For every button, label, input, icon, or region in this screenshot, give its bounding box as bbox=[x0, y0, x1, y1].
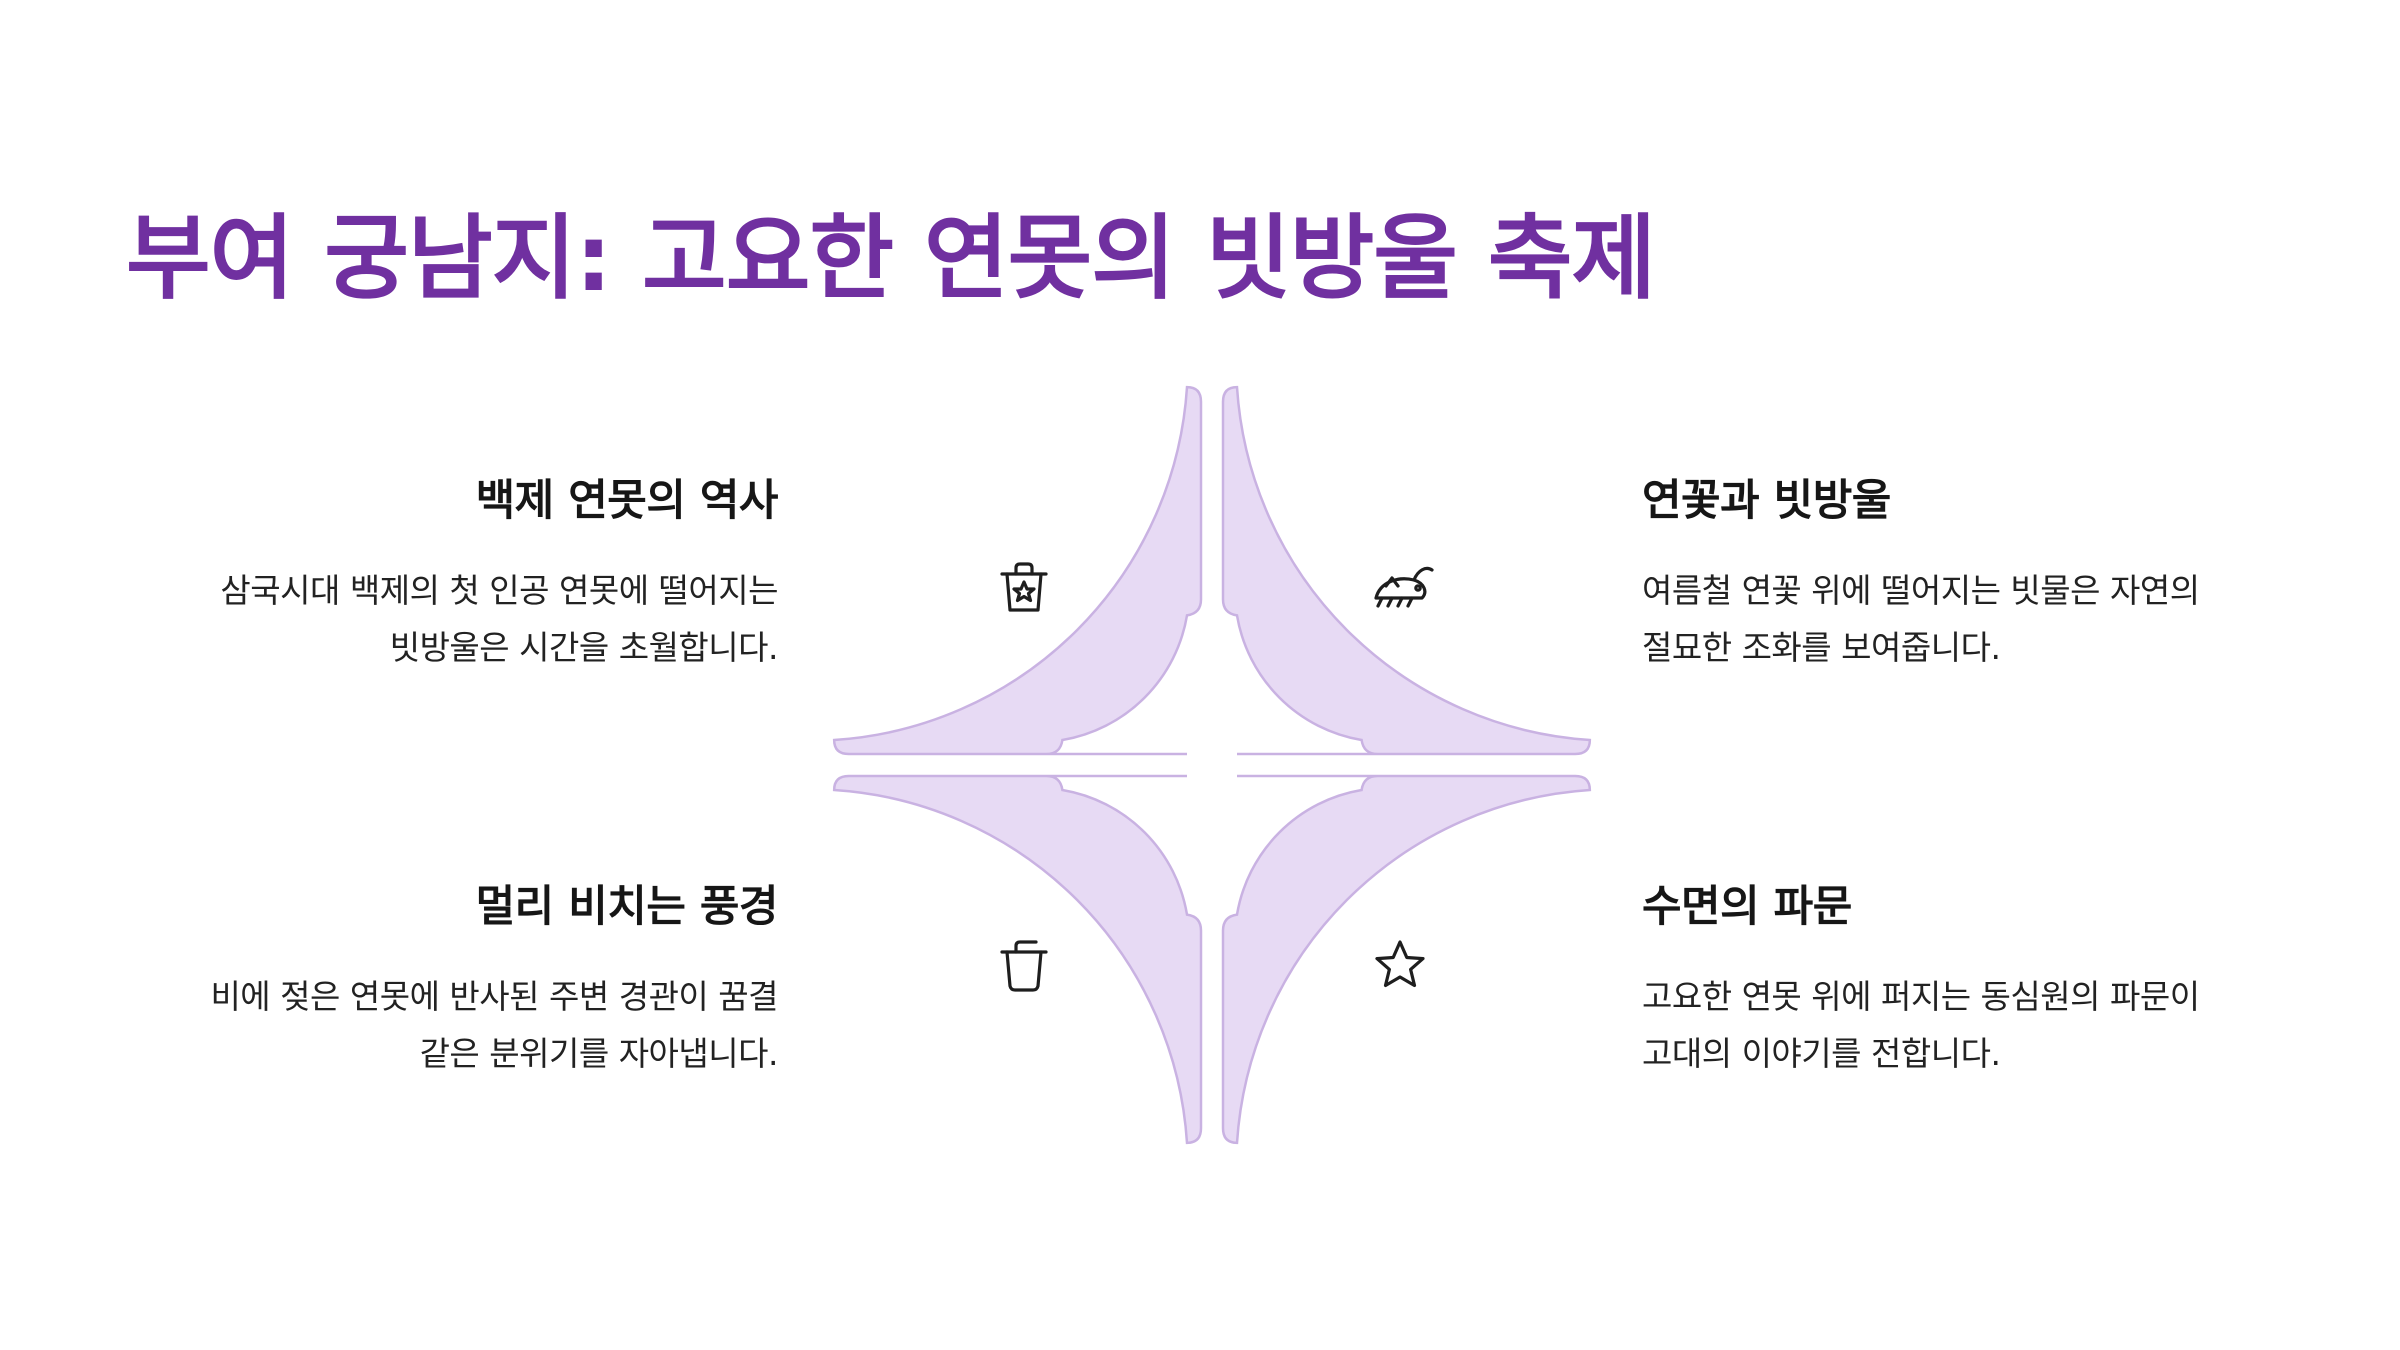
section-top-left: 백제 연못의 역사 삼국시대 백제의 첫 인공 연못에 떨어지는 빗방울은 시간… bbox=[118, 476, 778, 676]
ring-segment-top-left bbox=[832, 385, 1203, 756]
section-heading: 연꽃과 빗방울 bbox=[1642, 476, 1891, 526]
section-heading: 백제 연못의 역사 bbox=[475, 476, 779, 526]
page-title: 부여 궁남지: 고요한 연못의 빗방울 축제 bbox=[126, 205, 1656, 312]
ring-segment-shape bbox=[832, 774, 1203, 1145]
section-description: 비에 젖은 연못에 반사된 주변 경관이 꿈결 같은 분위기를 자아냅니다. bbox=[210, 976, 778, 1073]
cup-icon bbox=[1000, 940, 1048, 992]
section-top-right: 연꽃과 빗방울 여름철 연꽃 위에 떨어지는 빗물은 자연의 절묘한 조화를 보… bbox=[1642, 476, 2302, 676]
section-description: 삼국시대 백제의 첫 인공 연못에 떨어지는 빗방울은 시간을 초월합니다. bbox=[220, 570, 778, 667]
ring-segment-bottom-right bbox=[1221, 774, 1592, 1145]
section-heading: 멀리 비치는 풍경 bbox=[475, 882, 779, 932]
section-bottom-left: 멀리 비치는 풍경 비에 젖은 연못에 반사된 주변 경관이 꿈결 같은 분위기… bbox=[118, 882, 778, 1082]
trash-can-star-icon bbox=[1000, 562, 1048, 612]
star-icon bbox=[1375, 940, 1425, 988]
section-description: 고요한 연못 위에 퍼지는 동심원의 파문이 고대의 이야기를 전합니다. bbox=[1642, 976, 2200, 1073]
section-bottom-right: 수면의 파문 고요한 연못 위에 퍼지는 동심원의 파문이 고대의 이야기를 전… bbox=[1642, 882, 2302, 1082]
ring-segment-bottom-left bbox=[832, 774, 1203, 1145]
cricket-icon bbox=[1374, 566, 1434, 608]
ring-segment-shape bbox=[1221, 774, 1592, 1145]
section-description: 여름철 연꽃 위에 떨어지는 빗물은 자연의 절묘한 조화를 보여줍니다. bbox=[1642, 570, 2200, 667]
section-heading: 수면의 파문 bbox=[1642, 882, 1852, 932]
ring-segment-shape bbox=[832, 385, 1203, 756]
ring-segment-shape bbox=[1221, 385, 1592, 756]
ring-segment-top-right bbox=[1221, 385, 1592, 756]
